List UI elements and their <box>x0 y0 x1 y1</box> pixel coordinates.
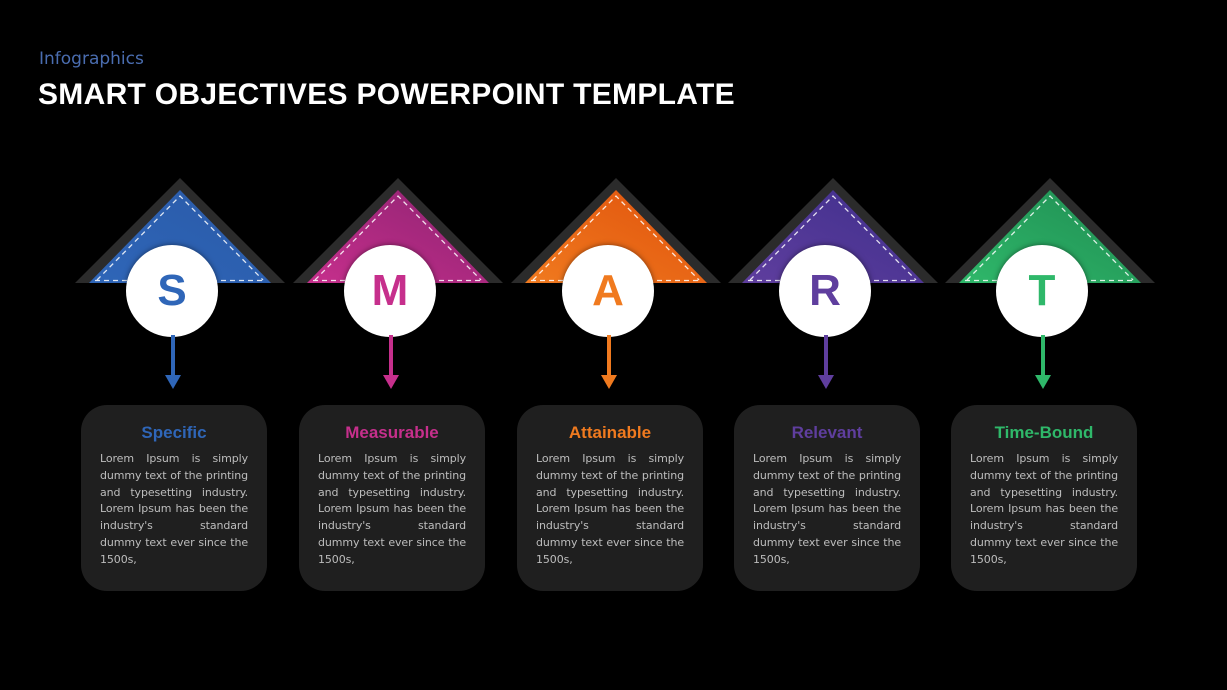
step-letter: T <box>1028 266 1056 315</box>
smart-step-specific: S Specific Lorem Ipsum is simply dummy t… <box>71 0 289 690</box>
arrow-down-icon <box>165 335 181 389</box>
arrow-down-icon <box>383 335 399 389</box>
arrow-down-icon <box>818 335 834 389</box>
letter-circle: R <box>779 245 871 337</box>
page-subtitle: Infographics <box>39 49 144 69</box>
step-card: Relevant Lorem Ipsum is simply dummy tex… <box>734 405 920 591</box>
step-description: Lorem Ipsum is simply dummy text of the … <box>318 452 466 566</box>
letter-circle: S <box>126 245 218 337</box>
step-heading: Time-Bound <box>994 423 1094 442</box>
step-heading: Specific <box>141 423 207 442</box>
step-description: Lorem Ipsum is simply dummy text of the … <box>100 452 248 566</box>
step-card: Attainable Lorem Ipsum is simply dummy t… <box>517 405 703 591</box>
step-letter: R <box>809 266 841 315</box>
smart-step-attainable: A Attainable Lorem Ipsum is simply dummy… <box>507 0 725 690</box>
step-description: Lorem Ipsum is simply dummy text of the … <box>753 452 901 566</box>
smart-step-time-bound: T Time-Bound Lorem Ipsum is simply dummy… <box>941 0 1159 690</box>
step-letter: S <box>157 266 187 315</box>
step-heading: Measurable <box>345 423 439 442</box>
arrow-down-icon <box>1035 335 1051 389</box>
step-letter: A <box>592 266 624 315</box>
step-description: Lorem Ipsum is simply dummy text of the … <box>536 452 684 566</box>
smart-step-measurable: M Measurable Lorem Ipsum is simply dummy… <box>289 0 507 690</box>
step-description: Lorem Ipsum is simply dummy text of the … <box>970 452 1118 566</box>
step-card: Specific Lorem Ipsum is simply dummy tex… <box>81 405 267 591</box>
step-card: Time-Bound Lorem Ipsum is simply dummy t… <box>951 405 1137 591</box>
arrow-down-icon <box>601 335 617 389</box>
smart-step-relevant: R Relevant Lorem Ipsum is simply dummy t… <box>724 0 942 690</box>
step-card: Measurable Lorem Ipsum is simply dummy t… <box>299 405 485 591</box>
letter-circle: A <box>562 245 654 337</box>
step-letter: M <box>371 266 409 315</box>
step-heading: Attainable <box>568 423 652 442</box>
letter-circle: T <box>996 245 1088 337</box>
page-title: SMART OBJECTIVES POWERPOINT TEMPLATE <box>38 78 735 111</box>
step-heading: Relevant <box>791 423 863 442</box>
letter-circle: M <box>344 245 436 337</box>
